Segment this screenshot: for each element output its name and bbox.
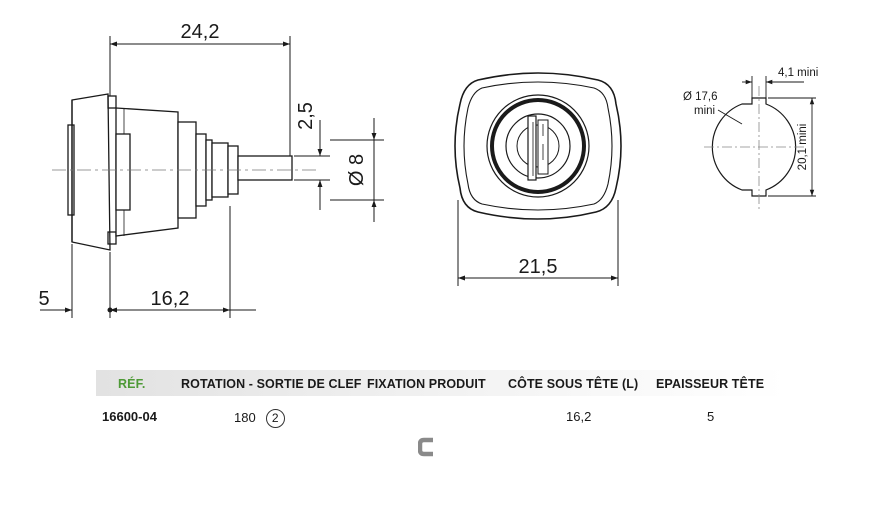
dim-label-20-1-mini: 20,1 mini (797, 124, 809, 171)
header-ref: RÉF. (118, 377, 146, 391)
dim-label-diameter-8: Ø 8 (346, 154, 368, 186)
dim-21-5 (457, 200, 619, 286)
cell-cote: 16,2 (566, 409, 592, 424)
dim-cutout (717, 76, 816, 197)
dim-label-2-5: 2,5 (295, 102, 317, 130)
rotation-circle-badge: 2 (265, 409, 285, 428)
dim-label-16-2: 16,2 (151, 288, 190, 310)
dim-label-mini: mini (694, 105, 715, 117)
dim-diameter-8 (330, 118, 384, 222)
spec-table-header: RÉF. ROTATION - SORTIE DE CLEF FIXATION … (96, 370, 786, 396)
panel-cutout (711, 97, 797, 197)
dim-label-24-2: 24,2 (181, 21, 220, 43)
cell-epaisseur: 5 (707, 409, 715, 424)
dim-label-5: 5 (38, 288, 49, 310)
side-view (67, 93, 293, 251)
dim-label-diameter-17-6: Ø 17,6 (683, 91, 718, 103)
technical-drawing: 24,2 2,5 Ø 8 5 16,2 (38, 21, 818, 318)
header-fixation: FIXATION PRODUIT (367, 377, 486, 391)
cell-rotation-value: 180 (234, 409, 256, 425)
dim-label-4-1-mini: 4,1 mini (778, 67, 818, 79)
header-cote: CÔTE SOUS TÊTE (L) (508, 377, 639, 391)
dim-2-5 (294, 120, 330, 210)
spec-table: RÉF. ROTATION - SORTIE DE CLEF FIXATION … (96, 370, 786, 457)
dim-24-2 (109, 36, 291, 156)
cell-ref: 16600-04 (102, 409, 157, 424)
header-rotation: ROTATION - SORTIE DE CLEF (181, 377, 362, 391)
front-view (454, 72, 622, 220)
dim-label-21-5: 21,5 (519, 256, 558, 278)
clip-c-icon (418, 437, 433, 457)
dim-5-and-16-2 (40, 206, 256, 318)
header-epaisseur: EPAISSEUR TÊTE (656, 377, 765, 391)
